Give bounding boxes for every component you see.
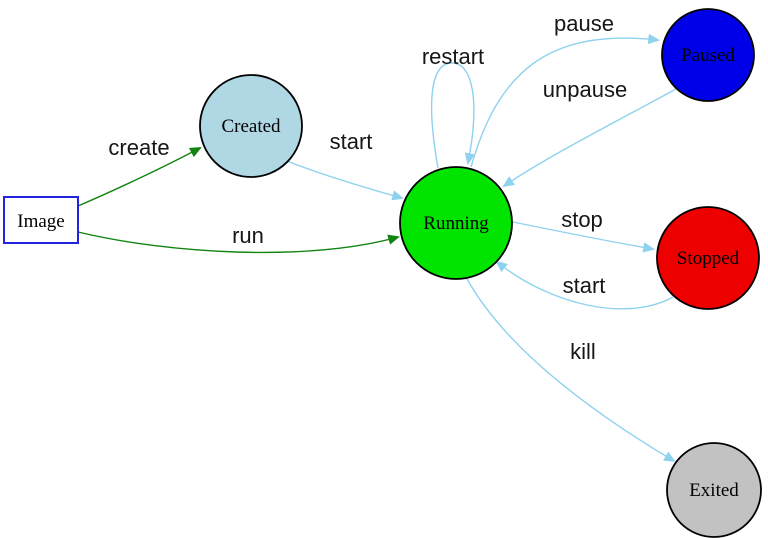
node-created-shape — [199, 74, 303, 178]
node-running-label: Running — [423, 213, 489, 234]
node-created-label: Created — [221, 116, 281, 137]
edge-label-start-stopped: start — [563, 273, 606, 298]
node-exited-shape — [666, 442, 762, 538]
node-image-shape — [3, 196, 79, 244]
node-stopped-shape — [656, 206, 760, 310]
node-paused: Paused — [661, 8, 755, 102]
node-running: Running — [399, 166, 513, 280]
edge-start-stopped — [497, 262, 674, 310]
edge-unpause — [504, 88, 677, 186]
edge-kill — [465, 276, 674, 461]
edge-label-kill: kill — [570, 339, 596, 364]
edge-stop — [512, 221, 653, 249]
edge-label-start-created: start — [330, 129, 373, 154]
node-paused-shape — [661, 8, 755, 102]
node-created: Created — [199, 74, 303, 178]
edge-label-run: run — [232, 223, 264, 248]
edge-create — [77, 148, 200, 207]
node-exited-label: Exited — [689, 480, 739, 501]
edge-label-pause: pause — [554, 11, 614, 36]
edge-start-created — [286, 160, 402, 198]
edge-pause — [470, 38, 658, 168]
node-exited: Exited — [666, 442, 762, 538]
edge-label-unpause: unpause — [543, 77, 627, 102]
node-image-label: Image — [17, 211, 64, 232]
edges-layer — [77, 38, 677, 461]
edge-label-stop: stop — [561, 207, 603, 232]
node-stopped: Stopped — [656, 206, 760, 310]
node-paused-label: Paused — [681, 45, 735, 66]
edge-labels-layer: create run start restart pause unpause s… — [108, 11, 627, 364]
node-stopped-label: Stopped — [677, 248, 740, 269]
edge-label-create: create — [108, 135, 169, 160]
edge-restart-self-loop — [430, 62, 474, 169]
edge-label-restart: restart — [422, 44, 484, 69]
node-image: Image — [3, 196, 79, 244]
edge-run — [77, 231, 398, 254]
nodes-layer: Image Created Running Paused Stopped Exi… — [3, 8, 762, 538]
node-running-shape — [399, 166, 513, 280]
